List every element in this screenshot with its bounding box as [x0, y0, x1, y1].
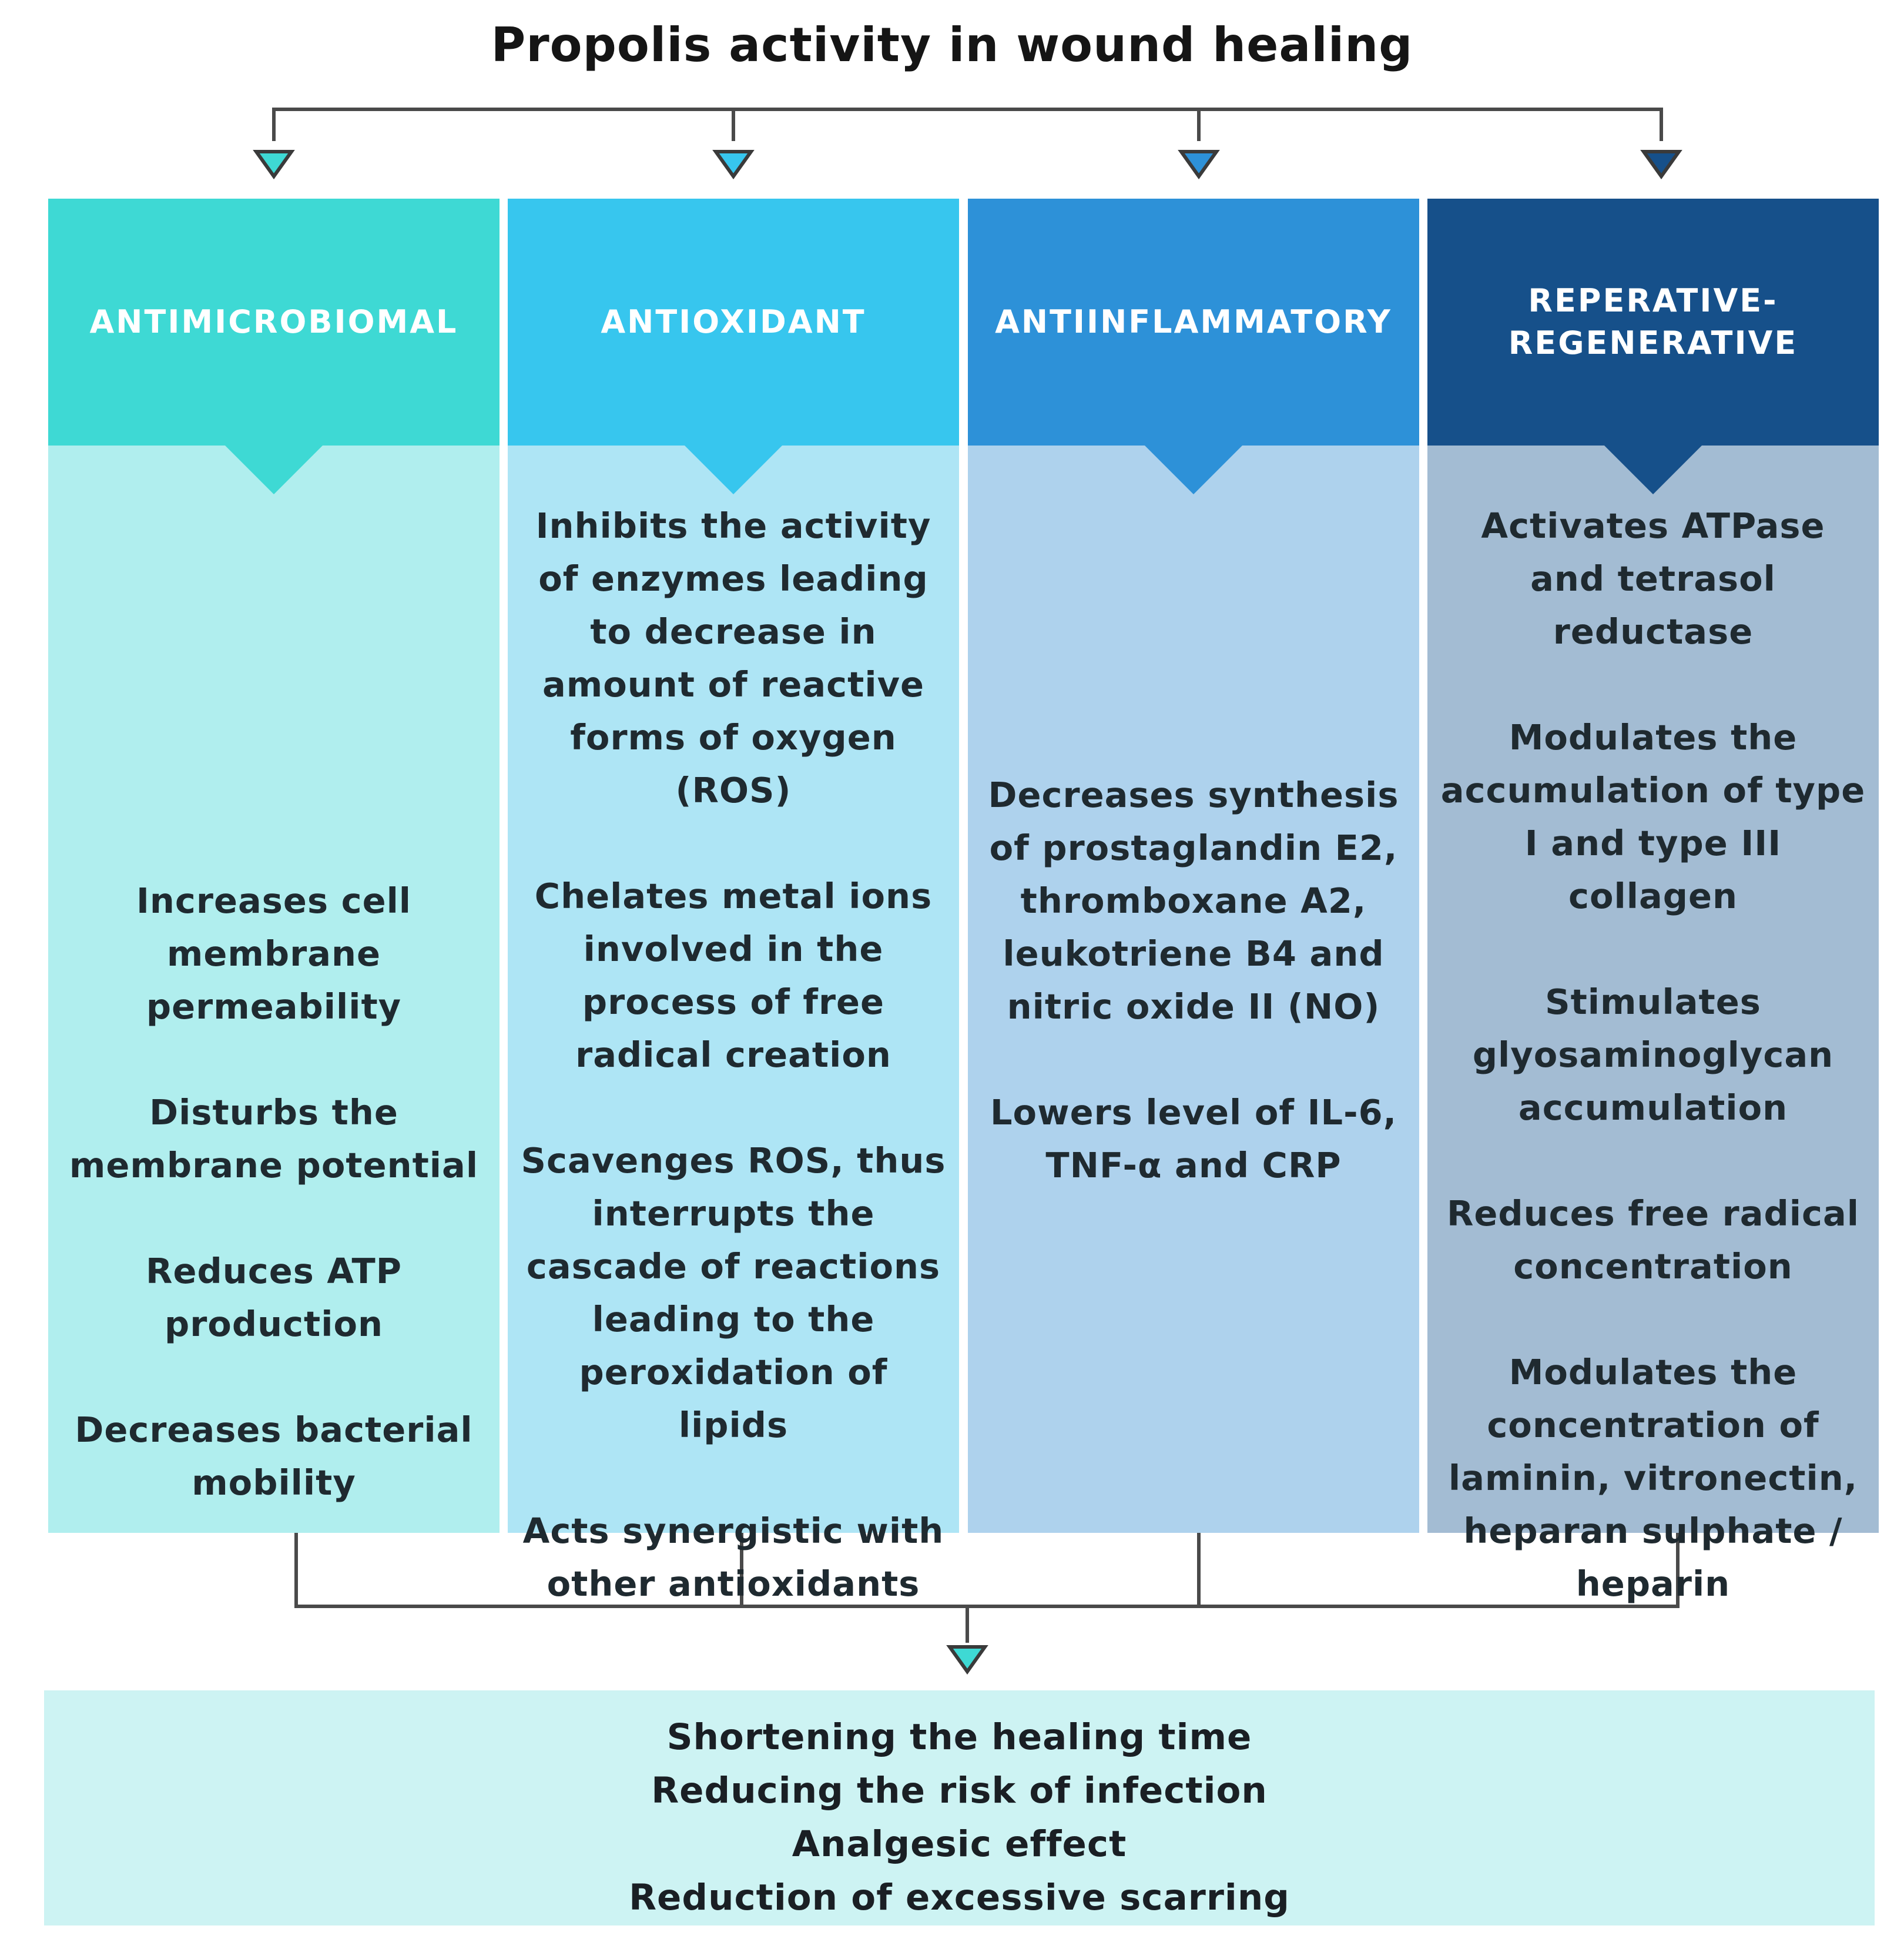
header-pointer: [1603, 444, 1703, 494]
column-items: Activates ATPase and tetrasol reductase …: [1427, 500, 1879, 1610]
list-item: Reduces free radical concentration: [1446, 1193, 1860, 1287]
list-item: Chelates metal ions involved in the proc…: [534, 876, 933, 1075]
arrow-antioxidant-icon: [712, 150, 755, 180]
header-pointer: [683, 444, 783, 494]
outcome-item: Analgesic effect: [792, 1823, 1127, 1865]
list-item: Activates ATPase and tetrasol reductase: [1481, 505, 1825, 652]
column-body: [48, 446, 500, 1533]
column-antiinflammatory: ANTIINFLAMMATORY Decreases synthesis of …: [968, 199, 1419, 1533]
column-header-label: ANTIOXIDANT: [601, 303, 866, 340]
column-antioxidant: ANTIOXIDANT Inhibits the activity of enz…: [508, 199, 959, 1604]
column-header: ANTIOXIDANT: [508, 199, 959, 446]
list-item: Stimulates glyosaminoglycan accumulation: [1472, 982, 1834, 1128]
column-antimicrobiomal: ANTIMICROBIOMAL Increases cell membrane …: [48, 199, 500, 1533]
column-body: [508, 446, 959, 1533]
column-reperative-regenerative: REPERATIVE-REGENERATIVE Activates ATPase…: [1427, 199, 1879, 1604]
column-header-label: ANTIMICROBIOMAL: [89, 303, 458, 340]
arrow-reperative-icon: [1640, 150, 1682, 180]
header-pointer: [1144, 444, 1243, 494]
column-body: [1427, 446, 1879, 1533]
outcome-list: Shortening the healing time Reducing the…: [44, 1690, 1875, 1924]
list-item: Acts synergistic with other antioxidants: [522, 1511, 944, 1604]
list-item: Scavenges ROS, thus interrupts the casca…: [521, 1140, 946, 1445]
outcome-box: Shortening the healing time Reducing the…: [44, 1690, 1875, 1925]
header-pointer: [224, 444, 324, 494]
column-body: [968, 446, 1419, 1533]
list-item: Inhibits the activity of enzymes leading…: [535, 505, 931, 811]
list-item: Disturbs the membrane potential: [69, 1092, 479, 1185]
column-header: ANTIINFLAMMATORY: [968, 199, 1419, 446]
list-item: Lowers level of IL-6, TNF-α and CRP: [990, 1092, 1397, 1185]
list-item: Decreases synthesis of prostaglandin E2,…: [988, 775, 1399, 1027]
list-item: Increases cell membrane permeability: [136, 880, 412, 1027]
column-header-label: REPERATIVE-REGENERATIVE: [1508, 282, 1798, 361]
column-header-label: ANTIINFLAMMATORY: [995, 303, 1392, 340]
arrow-antimicrobiomal-icon: [253, 150, 295, 180]
column-header: ANTIMICROBIOMAL: [48, 199, 500, 446]
outcome-item: Shortening the healing time: [666, 1716, 1252, 1758]
column-items: Increases cell membrane permeability Dis…: [48, 875, 500, 1509]
column-header: REPERATIVE-REGENERATIVE: [1427, 199, 1879, 446]
column-items: Decreases synthesis of prostaglandin E2,…: [968, 769, 1419, 1192]
arrow-outcome-icon: [946, 1645, 988, 1675]
list-item: Modulates the concentration of laminin, …: [1448, 1352, 1858, 1604]
outcome-item: Reduction of excessive scarring: [629, 1877, 1290, 1918]
diagram-title: Propolis activity in wound healing: [491, 18, 1413, 72]
column-items: Inhibits the activity of enzymes leading…: [508, 500, 959, 1610]
list-item: Decreases bacterial mobility: [75, 1409, 473, 1503]
list-item: Modulates the accumulation of type I and…: [1440, 717, 1866, 916]
arrow-antiinflammatory-icon: [1178, 150, 1220, 180]
outcome-item: Reducing the risk of infection: [651, 1770, 1268, 1811]
list-item: Reduces ATP production: [146, 1251, 402, 1344]
top-connector-bar: [272, 108, 1663, 141]
